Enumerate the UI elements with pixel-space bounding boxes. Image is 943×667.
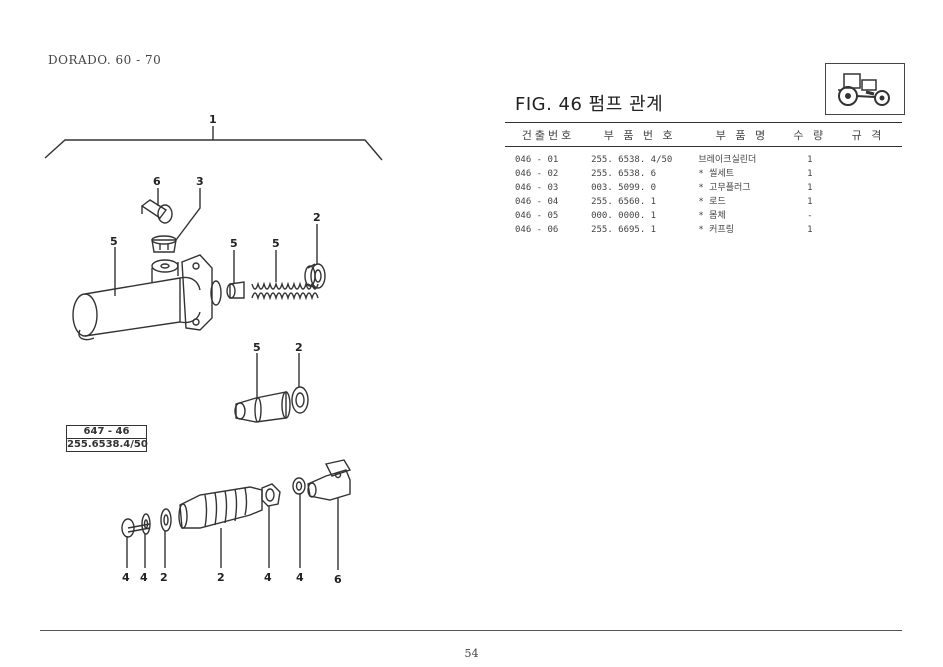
rubber-boot [178,486,263,529]
spring [251,281,319,301]
cell-code: 046 - 04 [515,197,559,207]
cell-qty: - [807,211,813,221]
callout-4: 4 [264,571,272,584]
banjo-fitting [140,199,173,224]
cell-qty: 1 [807,225,813,235]
callout-2: 2 [217,571,225,584]
cylinder-body [72,254,222,341]
washer-2 [160,508,172,532]
assembly-bracket [44,139,383,161]
callout-5: 5 [230,237,238,250]
callout-2: 2 [160,571,168,584]
callout-5: 5 [272,237,280,250]
cell-code: 046 - 05 [515,211,559,221]
cell-qty: 1 [807,197,813,207]
tractor-icon [825,63,905,115]
cell-name: * 커프링 [698,225,735,235]
cell-part-no: 003. 5099. 0 [591,183,657,193]
callout-1: 1 [209,113,217,126]
cell-name: 브레이크실린더 [698,155,757,165]
table-row: 046 - 04 255. 6560. 1 * 로드 1 [505,195,902,209]
callout-4: 4 [296,571,304,584]
table-row: 046 - 01 255. 6538. 4/50 브레이크실린더 1 [505,147,902,168]
cell-code: 046 - 06 [515,225,559,235]
lock-nut [292,477,306,495]
cell-name: * 로드 [698,197,726,207]
cell-code: 046 - 03 [515,183,559,193]
cell-qty: 1 [807,183,813,193]
seal-ring [304,263,326,289]
callout-2: 2 [313,211,321,224]
cell-part-no: 255. 6560. 1 [591,197,657,207]
col-header: 수 량 [785,122,835,147]
callout-5: 5 [253,341,261,354]
col-header: 규 격 [834,122,902,147]
cell-name: * 씰세트 [698,169,735,179]
reference-box: 647 - 46 255.6538.4/50 [66,425,148,452]
table-row: 046 - 03 003. 5099. 0 * 고무플러그 1 [505,181,902,195]
table-row: 046 - 06 255. 6695. 1 * 커프링 1 [505,223,902,237]
nut [261,483,281,507]
piston-assembly [234,386,309,423]
model-title: DORADO. 60 - 70 [48,53,162,67]
page-number: 54 [464,647,479,660]
col-header: 부 품 명 [688,122,786,147]
col-header: 부 품 번 호 [581,122,689,147]
footer-divider [40,630,902,631]
piston [226,281,245,299]
callout-6: 6 [153,175,161,188]
cell-name: * 고무플러그 [698,183,751,193]
cell-part-no: 255. 6695. 1 [591,225,657,235]
cell-code: 046 - 01 [515,155,559,165]
callout-4: 4 [140,571,148,584]
parts-table: 건출번호 부 품 번 호 부 품 명 수 량 규 격 046 - 01 255.… [505,122,902,237]
rubber-plug [151,235,177,253]
callout-4: 4 [122,571,130,584]
reference-code: 647 - 46 [67,426,146,439]
cell-part-no: 255. 6538. 4/50 [591,155,673,165]
callout-5: 5 [110,235,118,248]
cell-qty: 1 [807,155,813,165]
washer [141,513,151,535]
clevis [307,459,352,501]
callout-3: 3 [196,175,204,188]
table-row: 046 - 05 000. 0000. 1 * 몸체 - [505,209,902,223]
cell-qty: 1 [807,169,813,179]
callout-2: 2 [295,341,303,354]
col-header: 건출번호 [505,122,582,147]
cell-part-no: 255. 6538. 6 [591,169,657,179]
figure-title: FIG. 46 펌프 관계 [515,94,664,115]
callout-6: 6 [334,573,342,586]
table-header-row: 건출번호 부 품 번 호 부 품 명 수 량 규 격 [505,122,902,147]
cell-part-no: 000. 0000. 1 [591,211,657,221]
reference-part-number: 255.6538.4/50 [67,439,148,450]
cell-code: 046 - 02 [515,169,559,179]
table-row: 046 - 02 255. 6538. 6 * 씰세트 1 [505,167,902,181]
cell-name: * 몸체 [698,211,726,221]
